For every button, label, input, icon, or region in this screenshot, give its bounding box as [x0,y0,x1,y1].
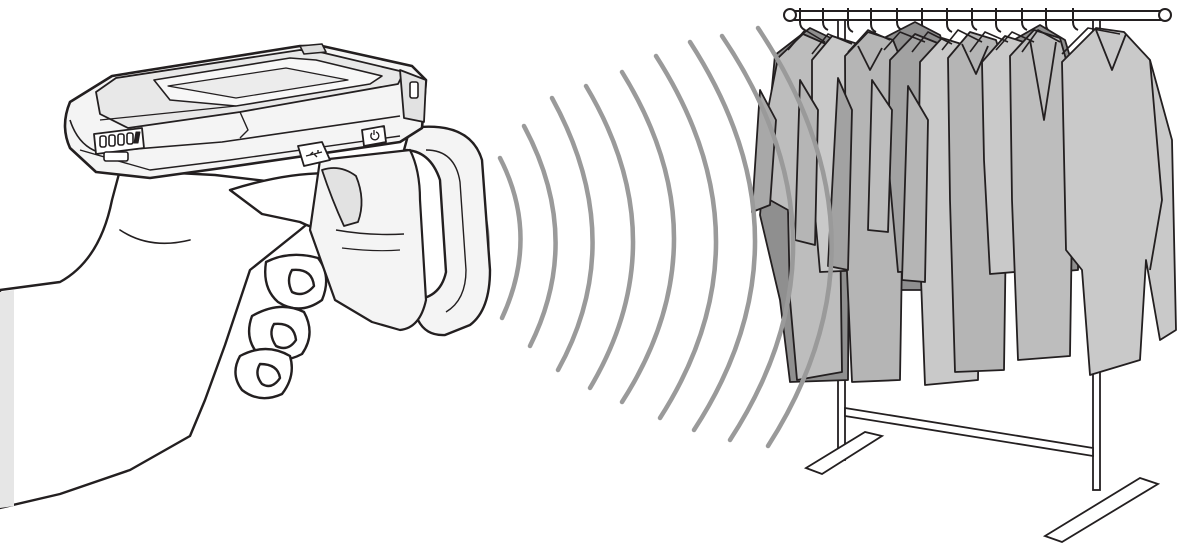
power-button [362,126,386,146]
led-1-icon [100,136,106,147]
led-base-tab [104,152,128,161]
led-4-icon [127,133,133,144]
forearm-shade [0,290,14,508]
power-button-body [362,126,386,146]
led-2-icon [109,135,115,146]
wave-3 [524,126,556,346]
wave-4 [552,98,593,370]
wave-8 [690,42,755,430]
wave-2 [500,158,521,318]
garment-9 [1062,28,1176,375]
wave-6 [622,72,674,402]
rack-bar-end-right [1159,9,1171,21]
wave-7 [656,56,716,418]
rack-crossbar [845,408,1093,456]
led-3-icon [118,134,124,145]
rack-top-bar [790,11,1166,20]
device-side-slot [410,82,418,98]
device-top-nub [300,44,326,54]
rack-bar-end-left [784,9,796,21]
rack-foot-right [1045,478,1158,542]
garments [752,22,1176,385]
